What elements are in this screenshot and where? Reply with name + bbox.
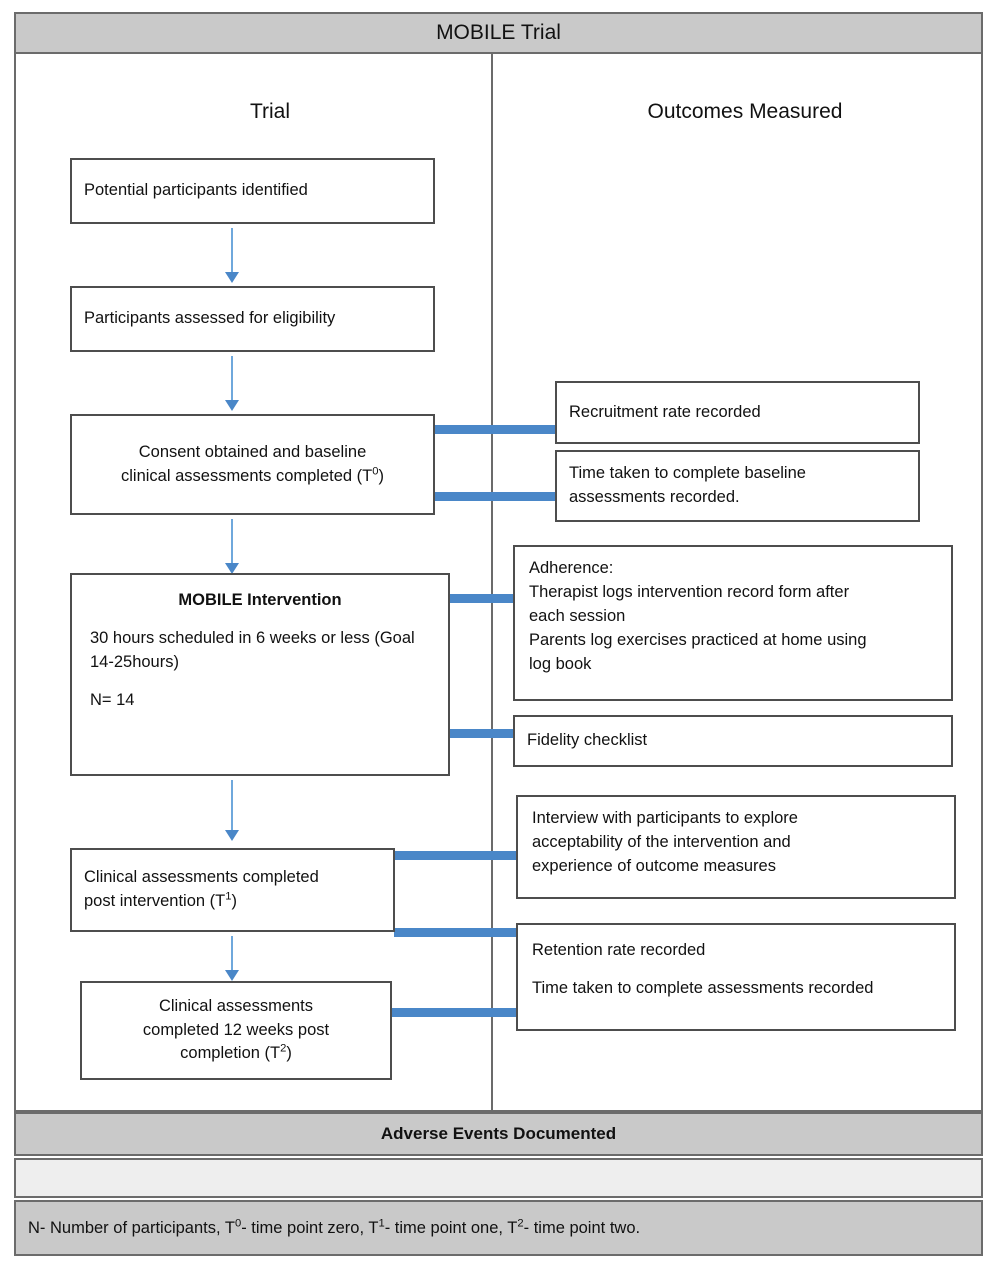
twelve-week-t-sup: 2 bbox=[280, 1042, 287, 1055]
connector-post-to-retention bbox=[394, 928, 516, 937]
connector-intervention-to-fidelity bbox=[418, 729, 516, 738]
legend-row: N- Number of participants, T0- time poin… bbox=[14, 1200, 983, 1256]
post-intervention-t-post: ) bbox=[231, 892, 237, 910]
outcome-adherence-line2: Therapist logs intervention record form … bbox=[529, 582, 850, 601]
consent-t-sup: 0 bbox=[372, 465, 379, 477]
legend-part-a: N- Number of participants, T bbox=[28, 1218, 235, 1237]
outcome-box-fidelity-checklist[interactable]: Fidelity checklist bbox=[513, 715, 953, 767]
consent-t-pre: clinical assessments completed (T bbox=[120, 466, 373, 485]
outcome-fidelity-checklist-label: Fidelity checklist bbox=[527, 731, 648, 750]
mobile-intervention-n: N= 14 bbox=[90, 690, 135, 709]
connector-consent-to-recruitment bbox=[434, 425, 558, 434]
legend-part-d: - time point two. bbox=[523, 1218, 641, 1237]
outcome-baseline-time-line1: Time taken to complete baseline bbox=[569, 464, 806, 483]
outcome-box-retention-and-time[interactable]: Retention rate recorded Time taken to co… bbox=[516, 923, 956, 1031]
adverse-events-row: Adverse Events Documented bbox=[14, 1112, 983, 1156]
twelve-week-line1: Clinical assessments bbox=[158, 996, 314, 1015]
connector-consent-to-baseline-time bbox=[434, 492, 558, 501]
mobile-intervention-detail: 30 hours scheduled in 6 weeks or less (G… bbox=[90, 628, 415, 671]
column-divider bbox=[491, 54, 493, 1110]
trial-box-assessed-eligibility-label: Participants assessed for eligibility bbox=[84, 309, 336, 328]
trial-box-consent-baseline-line1: Consent obtained and baseline bbox=[138, 442, 367, 461]
trial-box-post-intervention-assessments[interactable]: Clinical assessments completed post inte… bbox=[70, 848, 395, 932]
twelve-week-t-pre: completion (T bbox=[180, 1044, 281, 1063]
connector-twelve-week-to-retention bbox=[391, 1008, 517, 1017]
trial-box-potential-participants-label: Potential participants identified bbox=[84, 181, 308, 200]
column-header-outcomes: Outcomes Measured bbox=[647, 100, 843, 123]
consent-t-post: ) bbox=[378, 466, 385, 485]
outcome-interview-line2: acceptability of the intervention and bbox=[532, 832, 791, 851]
legend-part-b: - time point zero, T bbox=[241, 1218, 379, 1237]
mobile-intervention-heading: MOBILE Intervention bbox=[178, 591, 342, 609]
legend-sup-1: 1 bbox=[378, 1217, 385, 1229]
twelve-week-line3: completion (T2) bbox=[94, 1042, 378, 1066]
trial-box-potential-participants[interactable]: Potential participants identified bbox=[70, 158, 435, 224]
post-intervention-line1: Clinical assessments completed bbox=[84, 868, 319, 887]
arrow-consent-to-intervention bbox=[221, 519, 243, 575]
legend-part-c: - time point one, T bbox=[384, 1218, 518, 1237]
connector-post-to-interview bbox=[394, 851, 516, 860]
legend-sup-0: 0 bbox=[234, 1217, 242, 1229]
outcome-recruitment-rate-label: Recruitment rate recorded bbox=[569, 402, 761, 421]
connector-intervention-to-adherence bbox=[418, 594, 516, 603]
post-intervention-t-pre: post intervention (T bbox=[84, 892, 226, 910]
twelve-week-t-post: ) bbox=[286, 1044, 292, 1063]
diagram-title-bar: MOBILE Trial bbox=[14, 12, 983, 54]
arrow-post-to-twelve-week bbox=[221, 936, 243, 982]
post-intervention-t-sup: 1 bbox=[225, 890, 232, 903]
adverse-events-label: Adverse Events Documented bbox=[380, 1124, 617, 1143]
outcome-adherence-line4: Parents log exercises practiced at home … bbox=[529, 630, 867, 649]
arrow-intervention-to-post bbox=[221, 780, 243, 844]
outcome-box-adherence[interactable]: Adherence: Therapist logs intervention r… bbox=[513, 545, 953, 701]
trial-box-twelve-week-assessments[interactable]: Clinical assessments completed 12 weeks … bbox=[80, 981, 392, 1080]
outcome-box-recruitment-rate[interactable]: Recruitment rate recorded bbox=[555, 381, 920, 444]
outcome-baseline-time-line2: assessments recorded. bbox=[569, 488, 740, 506]
twelve-week-line2: completed 12 weeks post bbox=[142, 1020, 330, 1039]
trial-box-assessed-eligibility[interactable]: Participants assessed for eligibility bbox=[70, 286, 435, 352]
arrow-eligibility-to-consent bbox=[221, 356, 243, 412]
outcome-interview-line3: experience of outcome measures bbox=[532, 856, 776, 875]
outcome-box-interview-acceptability[interactable]: Interview with participants to explore a… bbox=[516, 795, 956, 899]
page-title: MOBILE Trial bbox=[436, 21, 561, 44]
outcome-box-baseline-time[interactable]: Time taken to complete baseline assessme… bbox=[555, 450, 920, 522]
outcome-adherence-line1: Adherence: bbox=[529, 559, 614, 577]
outcome-adherence-line3: each session bbox=[529, 606, 626, 625]
outcome-interview-line1: Interview with participants to explore bbox=[532, 809, 798, 827]
legend-sup-2: 2 bbox=[517, 1217, 524, 1229]
legend-text: N- Number of participants, T0- time poin… bbox=[28, 1217, 641, 1238]
arrow-participants-to-eligibility bbox=[221, 228, 243, 284]
outcome-adherence-line5: log book bbox=[529, 654, 592, 673]
spacer-row bbox=[14, 1158, 983, 1198]
trial-box-consent-baseline-line2: clinical assessments completed (T0) bbox=[84, 465, 421, 489]
post-intervention-line2: post intervention (T1) bbox=[84, 890, 381, 914]
trial-box-consent-baseline[interactable]: Consent obtained and baseline clinical a… bbox=[70, 414, 435, 515]
trial-box-mobile-intervention[interactable]: MOBILE Intervention 30 hours scheduled i… bbox=[70, 573, 450, 776]
outcome-assessment-time: Time taken to complete assessments recor… bbox=[532, 978, 874, 997]
outcome-retention-rate: Retention rate recorded bbox=[532, 941, 706, 959]
column-header-trial: Trial bbox=[249, 100, 291, 123]
